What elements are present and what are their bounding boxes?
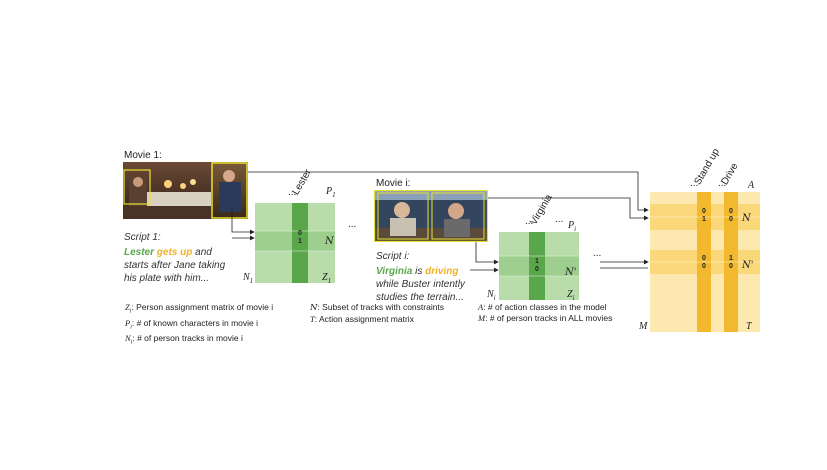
moviei-title: Movie i:	[376, 178, 411, 189]
matrix-t-b2-c1-r2: 0	[702, 263, 706, 270]
matrix-z1-z-label: Z1	[322, 272, 332, 285]
script1-line1: Lester gets up and	[124, 246, 239, 259]
matrix-t-t-label: T	[746, 321, 752, 332]
matrix-t-b2-c1-r1: 0	[702, 255, 706, 262]
matrix-t-dots-1: ...	[690, 178, 699, 189]
script1-title: Script 1:	[124, 232, 161, 243]
scripti-block: Script i: Virginia is driving while Bust…	[376, 250, 481, 304]
script1-action: gets up	[156, 247, 193, 258]
legend-col-1: Zi: Person assignment matrix of movie i …	[125, 302, 273, 349]
matrix-t-b1-c1-r2: 1	[702, 216, 706, 223]
matrix-z1-cell-bottom: 1	[298, 238, 302, 245]
matrix-t-m-label: M	[639, 321, 648, 332]
matrix-t-constraint-label-2: N'	[742, 260, 754, 271]
legend-m: M: # of person tracks in ALL movies	[478, 313, 613, 323]
matrix-zi-constraint-label: N'	[565, 267, 577, 278]
scripti-line2: while Buster intently	[376, 279, 465, 290]
matrix-t-dots-2: ...	[718, 178, 727, 189]
legend-col-2: N: Subset of tracks with constraints T: …	[310, 302, 444, 325]
matrix-t-constraint-label-1: N	[742, 213, 751, 224]
script1-line3: his plate with him...	[124, 273, 210, 284]
matrix-z1-dots: ...	[288, 187, 297, 198]
script1-character: Lester	[124, 247, 155, 258]
matrix-zi-n-label: Ni	[487, 289, 496, 302]
script1-line1-rest: and	[192, 247, 212, 258]
matrix-zi-p-label: Pi	[568, 220, 577, 233]
matrix-t	[650, 192, 760, 332]
movie1-scene-image	[123, 162, 248, 219]
legend-a: A: # of action classes in the model	[478, 302, 607, 312]
scripti-title: Script i:	[376, 251, 410, 262]
matrix-z1-cell-top: 0	[298, 230, 302, 237]
legend-t: T: Action assignment matrix	[310, 314, 414, 324]
matrix-zi	[499, 232, 579, 300]
matrix-t-b1-c1-r1: 0	[702, 208, 706, 215]
legend-n: Ni: # of person tracks in movie i	[125, 333, 243, 347]
scripti-mid: is	[412, 266, 426, 277]
matrix-zi-cell-top: 1	[535, 258, 539, 265]
legend-ncal: N: Subset of tracks with constraints	[310, 302, 445, 313]
matrix-z1-constraint-label: N	[325, 236, 334, 247]
matrix-zi-cell-bottom: 0	[535, 266, 539, 273]
legend-col-3: A: # of action classes in the model M: #…	[478, 302, 612, 324]
movie1-frames	[123, 162, 248, 219]
movie1-title: Movie 1:	[124, 150, 162, 161]
scripti-character: Virginia	[376, 266, 413, 277]
script1-block: Script 1: Lester gets up and starts afte…	[124, 231, 239, 285]
matrix-zi-dots: ...	[525, 216, 534, 227]
matrix-t-b2-c2-r2: 0	[729, 263, 733, 270]
moviei-scene-image	[373, 189, 489, 243]
ellipsis-1: ...	[348, 219, 357, 230]
matrix-z1-n-label: N1	[243, 272, 254, 285]
matrix-z1-p-label: P1	[326, 186, 336, 199]
legend-z: Zi: Person assignment matrix of movie i	[125, 302, 274, 315]
ellipsis-2: ...	[593, 248, 602, 259]
moviei-frames	[373, 189, 489, 243]
matrix-z1	[255, 203, 335, 283]
legend-p: Pi: # of known characters in movie i	[125, 317, 259, 331]
matrix-t-b1-c2-r1: 0	[729, 208, 733, 215]
scripti-line1: Virginia is driving	[376, 265, 481, 278]
matrix-zi-dots-right: ...	[555, 214, 564, 225]
matrix-t-a-label: A	[748, 180, 755, 191]
matrix-t-b2-c2-r1: 1	[729, 255, 733, 262]
matrix-zi-z-label: Zi	[567, 289, 575, 302]
scripti-line3: studies the terrain...	[376, 292, 464, 303]
scripti-action: driving	[425, 266, 459, 277]
matrix-t-b1-c2-r2: 0	[729, 216, 733, 223]
script1-line2: starts after Jane taking	[124, 260, 226, 271]
